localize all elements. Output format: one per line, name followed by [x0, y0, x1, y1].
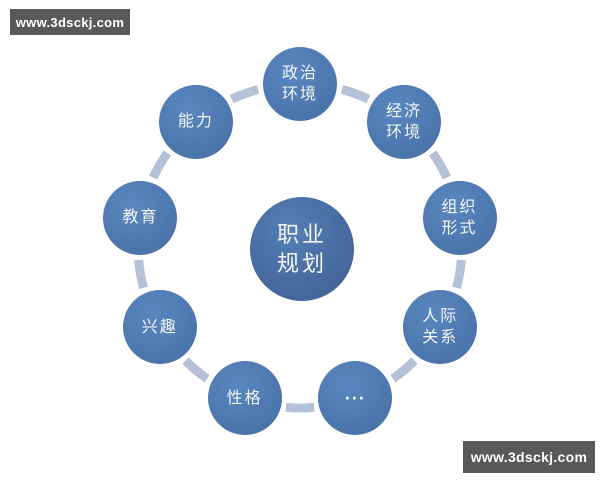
- node-label-line: 经济: [386, 102, 423, 120]
- node-label-line: 形式: [441, 219, 478, 237]
- watermark-text: www.3dsckj.com: [15, 14, 125, 30]
- ring-arc: [428, 150, 451, 180]
- ring-arc: [285, 402, 315, 413]
- diagram-node-ellipsis: ...: [318, 361, 393, 436]
- diagram-node-education: 教育: [103, 180, 178, 255]
- node-label-line: 环境: [386, 123, 423, 141]
- ring-arc: [149, 150, 172, 180]
- watermark-text: www.3dsckj.com: [470, 449, 588, 465]
- diagram-node-interpersonal-relations: 人际关系: [403, 290, 478, 364]
- node-label-line: 关系: [422, 329, 459, 346]
- center-label-line: 职业: [276, 222, 327, 247]
- ring-arc: [390, 357, 418, 383]
- ring-arc: [182, 357, 210, 383]
- node-label-line: 政治: [281, 65, 318, 82]
- diagram-node-economic-environment: 经济环境: [367, 84, 442, 159]
- node-label-line: 性格: [226, 389, 263, 407]
- center-label-line: 规划: [276, 251, 327, 276]
- diagram-node-interest: 兴趣: [122, 290, 197, 364]
- diagram-node-political-environment: 政治环境: [263, 47, 337, 121]
- diagram-node-personality: 性格: [207, 361, 282, 436]
- ring-arc: [452, 259, 466, 290]
- diagram-center-node: 职业 规划: [250, 197, 354, 301]
- diagram-node-organizational-form: 组织形式: [422, 180, 497, 255]
- ring-arc: [340, 85, 371, 104]
- node-label-line: 组织: [441, 198, 478, 216]
- watermark-top-left: www.3dsckj.com: [10, 9, 130, 35]
- node-label-line: 能力: [177, 113, 214, 131]
- ring-arc: [134, 259, 148, 290]
- node-label-line: 教育: [122, 209, 159, 227]
- node-label-line: ...: [344, 383, 366, 404]
- watermark-bottom-right: www.3dsckj.com: [463, 441, 595, 473]
- diagram-node-ability: 能力: [158, 84, 233, 159]
- ring-arc: [229, 85, 260, 104]
- node-label-line: 兴趣: [141, 318, 178, 336]
- node-label-line: 人际: [422, 308, 459, 325]
- node-label-line: 环境: [281, 86, 318, 103]
